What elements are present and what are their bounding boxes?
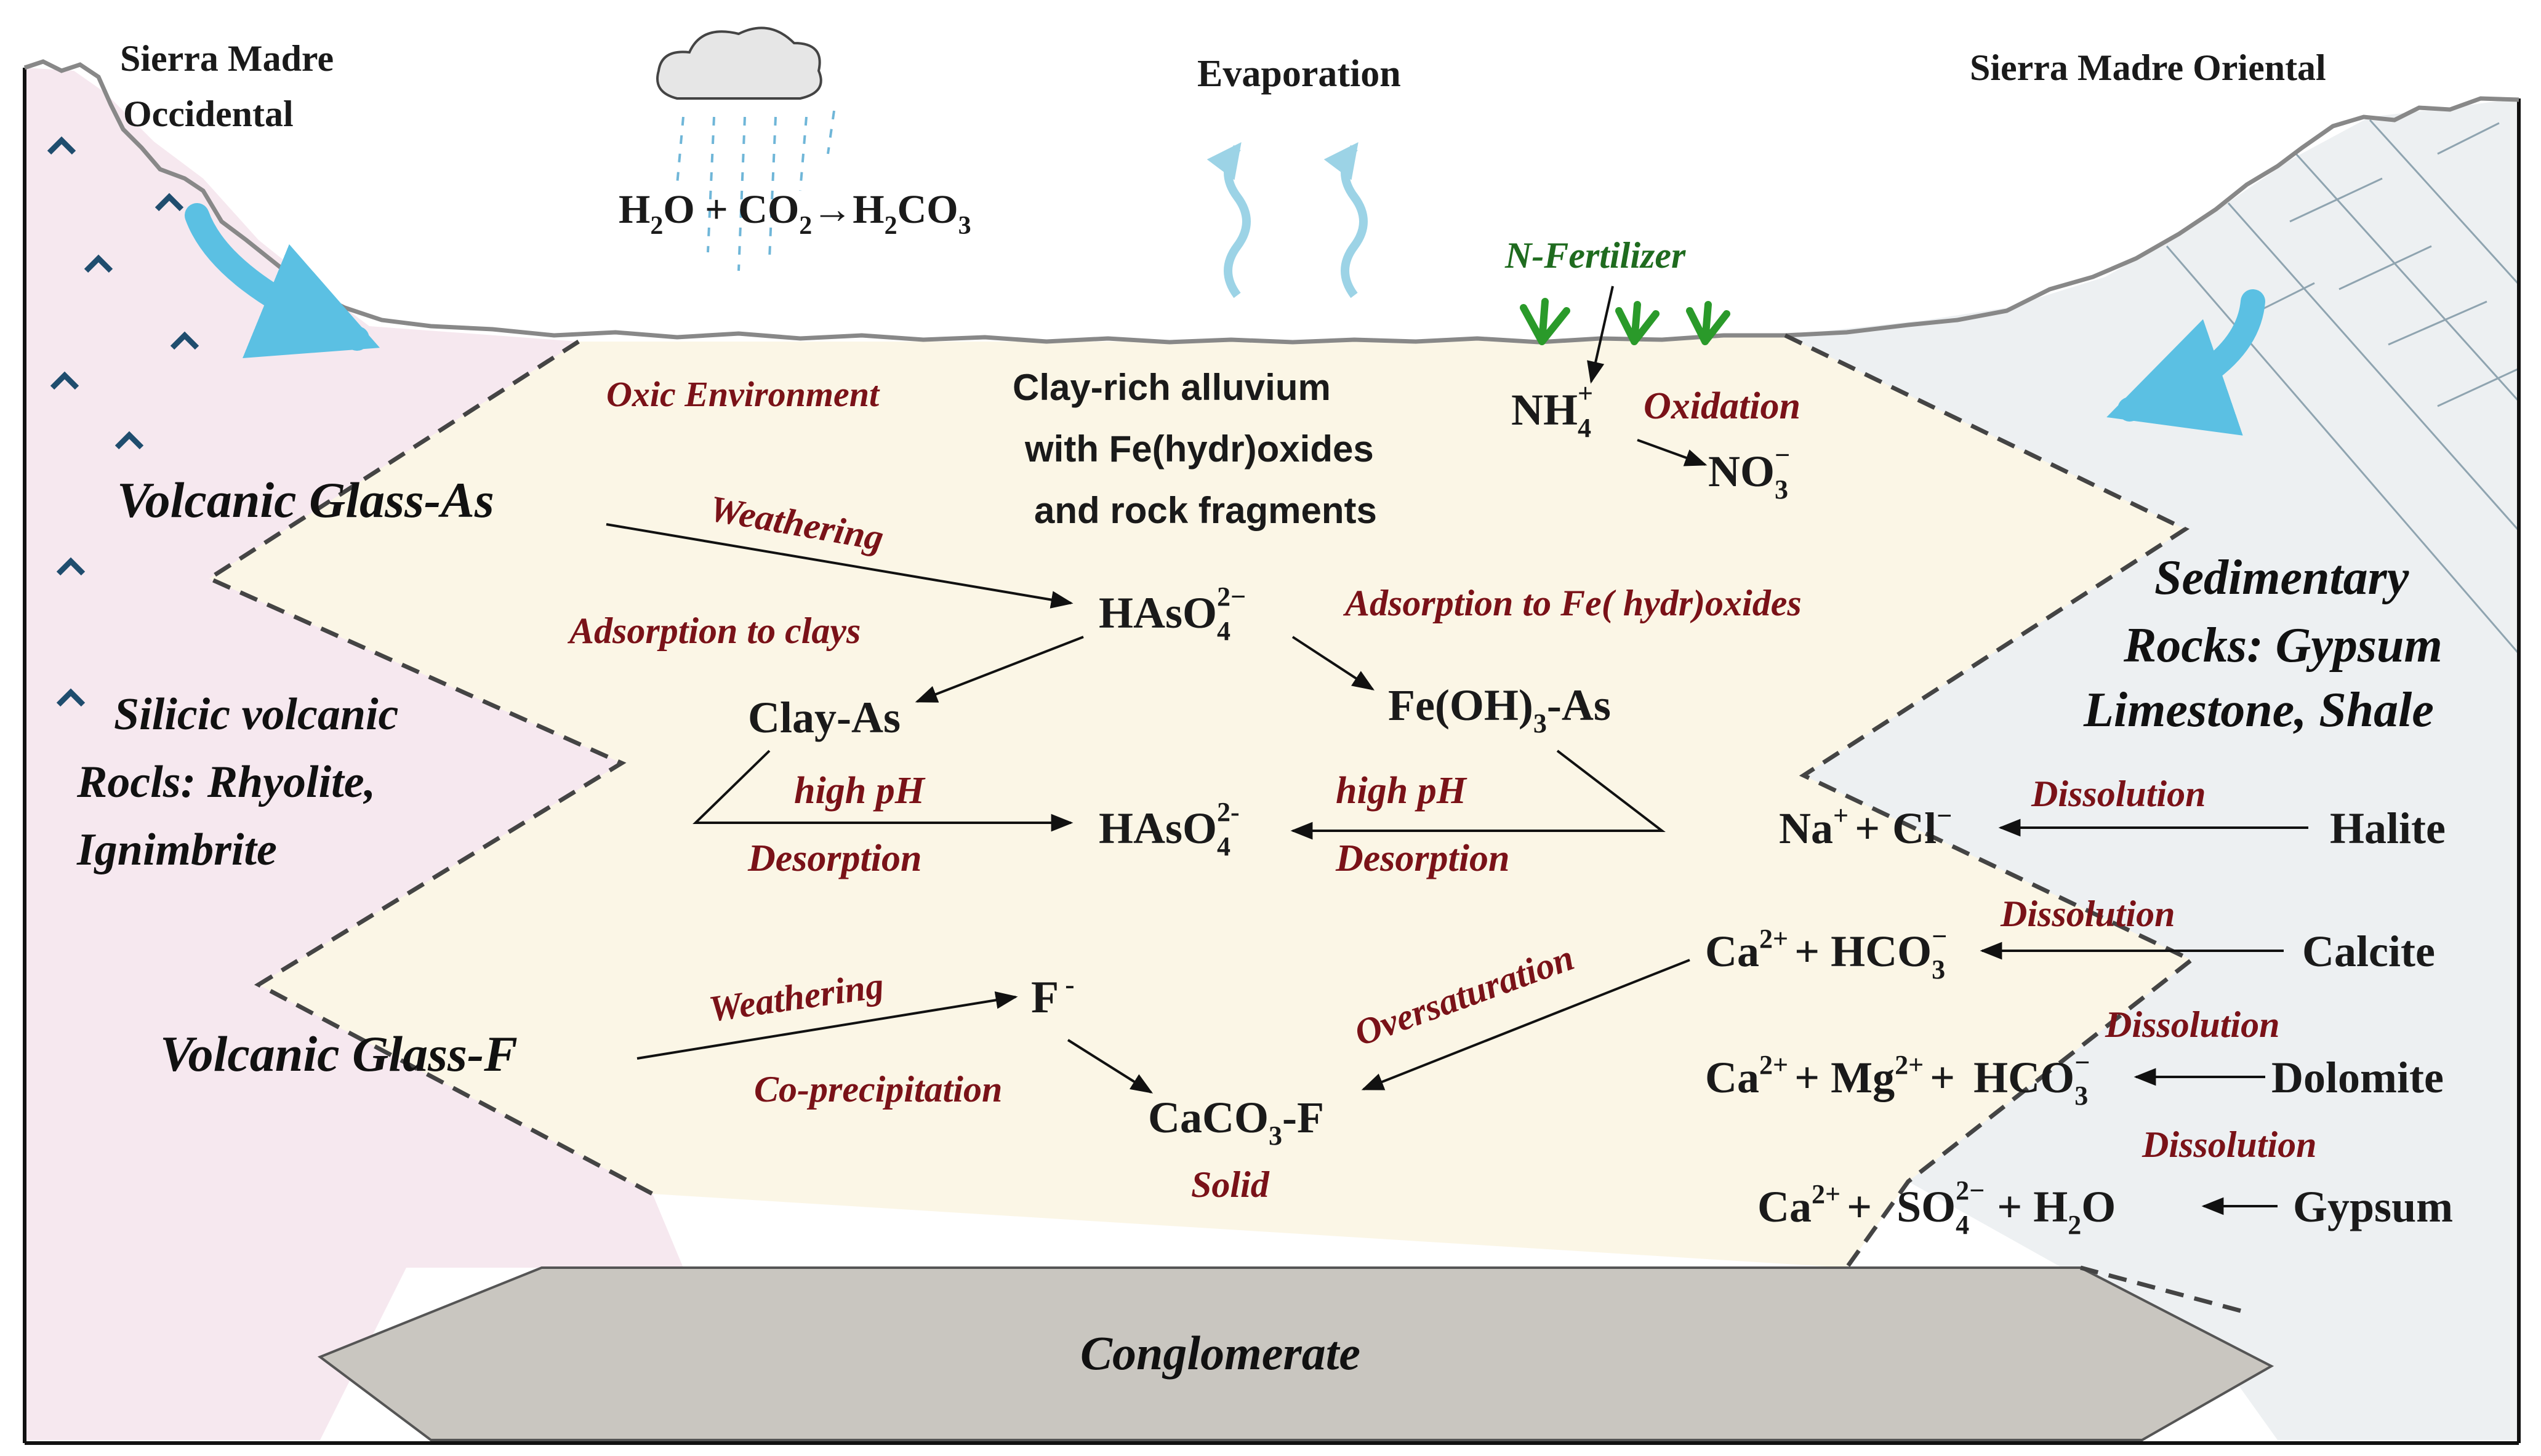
sedimentary-line3: Limestone, Shale	[2083, 683, 2434, 737]
runoff-arrow-left	[185, 203, 380, 358]
high-ph-left-label: high pH	[794, 770, 926, 812]
sedimentary-line2: Rocks: Gypsum	[2123, 618, 2443, 673]
halite-label: Halite	[2330, 804, 2446, 853]
solid-label: Solid	[1191, 1164, 1270, 1205]
glass-f-weathering-arrow	[636, 991, 1018, 1060]
nh4-label: NH4+	[1511, 378, 1593, 443]
dissolution-gypsum-label: Dissolution	[2142, 1124, 2316, 1165]
dissolution-calcite-label: Dissolution	[2000, 894, 2175, 934]
glass-as-weathering-arrow	[606, 523, 1074, 609]
dissolution-dolomite-label: Dissolution	[2105, 1004, 2279, 1045]
caco3f-label: CaCO3-F	[1148, 1093, 1324, 1151]
hasO4-top-label: HAsO42−	[1099, 582, 1246, 646]
fertilizer-plants-icon	[1520, 298, 1730, 345]
limestone-bricks	[2166, 119, 2519, 653]
dolomite-label: Dolomite	[2271, 1053, 2444, 1102]
left-volcanic-zone	[25, 68, 683, 1440]
conglomerate-label: Conglomerate	[1080, 1326, 1360, 1380]
feoh-as-label: Fe(OH)3-As	[1388, 681, 1611, 738]
co-precipitation-label: Co-precipitation	[754, 1069, 1002, 1110]
adsorption-fe-label: Adsorption to Fe( hydr)oxides	[1343, 583, 1802, 623]
runoff-arrow-right	[2106, 289, 2265, 436]
rain-reaction: H2O + CO2→H2CO3	[619, 187, 971, 240]
clay-desorption-arrow	[692, 750, 1074, 832]
calcite-label: Calcite	[2302, 927, 2435, 976]
sierra-madre-occidental-line2: Occidental	[123, 94, 294, 134]
right-sedimentary-zone	[1785, 98, 2518, 1440]
evaporation-squiggle-1	[1206, 142, 1251, 298]
volcanic-chevrons	[47, 136, 199, 707]
n-fertilizer-label: N-Fertilizer	[1504, 235, 1686, 276]
fe-desorption-arrow	[1290, 750, 1666, 840]
sierra-madre-occidental-line1: Sierra Madre	[120, 38, 334, 79]
evaporation-squiggle-2	[1323, 142, 1368, 298]
oxic-environment-label: Oxic Environment	[606, 374, 880, 414]
fertilizer-to-nh4-arrow	[1587, 286, 1614, 384]
dissolution-halite-label: Dissolution	[2031, 774, 2206, 814]
silicic-line3: Ignimbrite	[76, 825, 277, 875]
alluvium-line1: Clay-rich alluvium	[1013, 367, 1331, 408]
desorption-left-label: Desorption	[747, 838, 921, 879]
evaporation-label: Evaporation	[1197, 53, 1401, 95]
to-feoh-as-arrow	[1291, 636, 1375, 690]
clay-as-label: Clay-As	[748, 693, 901, 742]
dolomite-ions: Ca2++ Mg2++HCO3−	[1705, 1047, 2090, 1111]
gypsum-ions: Ca2++SO42−+ H2O	[1757, 1175, 2116, 1240]
silicic-line1: Silicic volcanic	[114, 689, 398, 740]
volcanic-glass-as-label: Volcanic Glass-As	[117, 472, 494, 528]
center-alluvium-zone	[209, 335, 2191, 1268]
to-clay-as-arrow	[915, 636, 1084, 703]
no3-label: NO3−	[1708, 440, 1790, 505]
nh4-to-no3-arrow	[1637, 439, 1708, 466]
topography-line	[23, 59, 2519, 345]
volcanic-glass-f-label: Volcanic Glass-F	[160, 1026, 518, 1082]
hasO4-mid-label: HAsO42-	[1099, 797, 1240, 862]
rain-cloud-icon	[656, 26, 822, 100]
reaction-arrows	[606, 286, 2308, 1215]
high-ph-right-label: high pH	[1336, 770, 1467, 812]
sierra-madre-oriental-label: Sierra Madre Oriental	[1970, 47, 2326, 88]
silicic-line2: Rocls: Rhyolite,	[76, 757, 375, 807]
rain-drops	[676, 110, 835, 271]
oxidation-label: Oxidation	[1644, 385, 1800, 427]
calcite-ions: Ca2++ HCO3−	[1705, 921, 1947, 985]
alluvium-line3: and rock fragments	[1034, 490, 1377, 531]
gypsum-label: Gypsum	[2293, 1182, 2453, 1231]
dashed-boundaries	[204, 333, 2241, 1313]
sedimentary-line1: Sedimentary	[2154, 551, 2409, 605]
oversaturation-arrow	[1361, 959, 1690, 1090]
desorption-right-label: Desorption	[1335, 838, 1509, 879]
halite-ions: Na++Cl−	[1779, 801, 1952, 853]
alluvium-line2: with Fe(hydr)oxides	[1024, 428, 1374, 470]
adsorption-clays-label: Adsorption to clays	[567, 610, 861, 651]
f-to-caco3-arrow	[1067, 1039, 1154, 1094]
fluoride-label: F-	[1031, 969, 1075, 1023]
